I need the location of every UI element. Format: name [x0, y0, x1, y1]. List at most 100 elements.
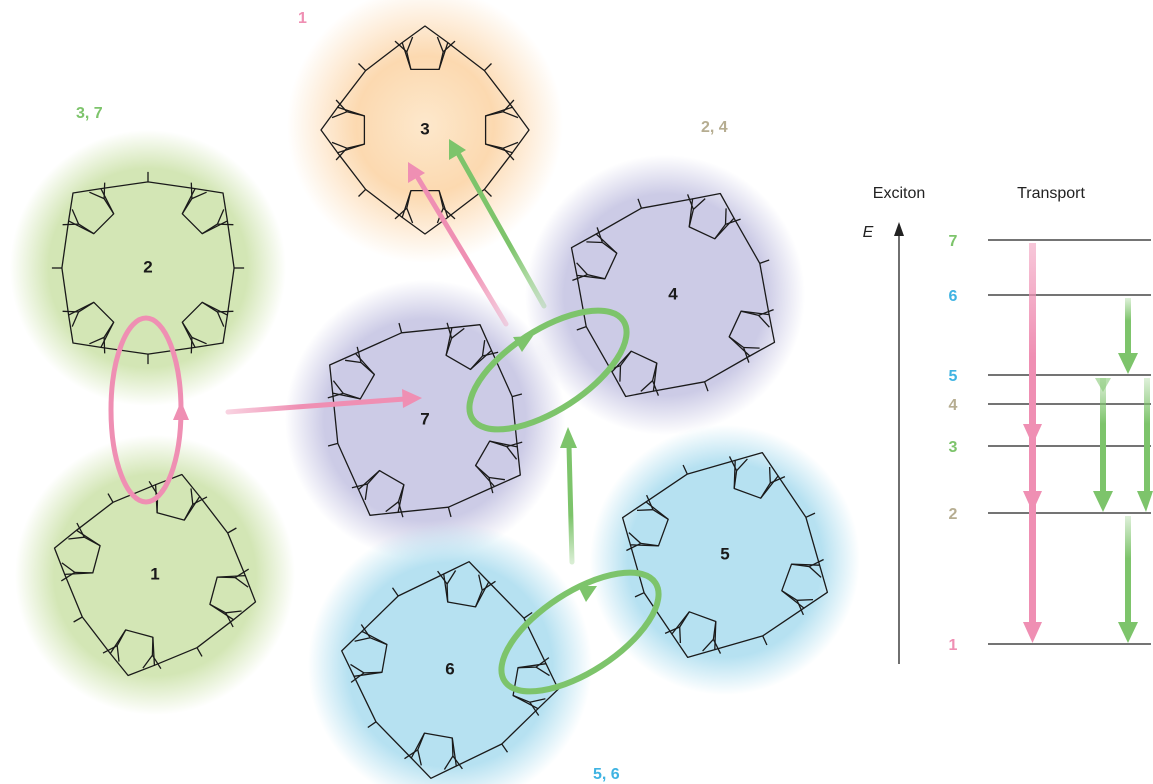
side-chain	[512, 694, 531, 703]
side-chain	[451, 737, 454, 757]
side-chain-branch	[529, 701, 540, 716]
side-chain-branch	[646, 494, 654, 510]
side-chain	[651, 362, 658, 381]
pyrrole-ring	[67, 301, 115, 349]
side-chain	[417, 732, 426, 751]
meso-stub	[227, 527, 237, 534]
meso-stub	[483, 63, 492, 72]
pyrrole-ring	[512, 663, 559, 710]
molecule-labels: 1 2 3 4 5 6 7	[143, 119, 729, 678]
green-arrow-5-2a	[1100, 378, 1106, 493]
side-chain-branch	[502, 111, 519, 119]
pyrrole-ring	[181, 187, 229, 235]
side-chain	[640, 542, 659, 547]
pyrrole-ring	[611, 350, 658, 398]
green-loop-6-5	[498, 569, 662, 695]
side-chain-branch	[502, 141, 519, 149]
side-chain-branch	[572, 273, 588, 282]
pink-head-2	[1023, 491, 1042, 512]
side-chain	[181, 198, 193, 215]
green-loop-7-4-head	[513, 336, 533, 352]
side-chain-branch	[385, 501, 399, 513]
site-tag-below-6: 5, 6	[593, 766, 620, 783]
side-chain-branch	[192, 496, 208, 505]
side-chain-branch	[335, 99, 348, 113]
side-chain	[360, 362, 375, 375]
side-chain-branch	[529, 698, 546, 703]
side-chain-branch	[68, 536, 85, 540]
side-chain	[343, 392, 361, 400]
side-chain	[587, 273, 606, 280]
molecule-5-label: 5	[720, 544, 729, 563]
meso-stub	[73, 616, 83, 623]
site-tags: 1 3, 7 2, 4 5, 6	[76, 10, 728, 783]
side-chain	[363, 671, 383, 674]
pyrrole-ring	[401, 25, 449, 71]
side-chain	[406, 51, 412, 70]
side-chain-branch	[191, 336, 207, 345]
energy-levels	[988, 239, 1151, 645]
side-chain-branch	[360, 624, 371, 639]
side-chain-branch	[234, 577, 249, 588]
halo-4	[525, 155, 805, 435]
side-chain	[346, 111, 365, 117]
side-chain	[181, 321, 193, 338]
side-chain	[78, 301, 95, 313]
level-number-4: 4	[949, 397, 958, 414]
side-chain	[791, 563, 810, 568]
side-chain-branch	[692, 198, 706, 210]
site-tag-above-4: 2, 4	[701, 119, 728, 136]
side-chain-branch	[217, 223, 234, 226]
green-head-2-1	[1118, 622, 1138, 643]
halo-7	[285, 280, 565, 560]
side-chain-branch	[488, 476, 505, 481]
side-chain-branch	[502, 99, 515, 113]
side-chain-branch	[71, 209, 80, 225]
pyrrole-ring	[320, 106, 366, 154]
side-chain-branch	[640, 380, 654, 392]
side-chain	[446, 583, 449, 603]
meso-stub	[501, 743, 509, 753]
side-chain-branch	[436, 36, 444, 53]
molecule-5-structure	[621, 451, 829, 659]
side-chain	[346, 143, 365, 149]
side-chain	[83, 536, 101, 547]
side-chain	[652, 509, 669, 520]
side-chain-branch	[758, 314, 770, 328]
side-chain-branch	[62, 310, 79, 313]
side-chain	[733, 470, 738, 489]
meso-stub	[367, 721, 377, 729]
molecule-halos	[10, 0, 860, 784]
pyrrole-ring	[53, 529, 101, 576]
side-chain-branch	[809, 558, 824, 568]
pyrrole-ring	[733, 451, 779, 499]
pyrrole-ring	[688, 192, 735, 240]
meso-stub	[358, 188, 367, 197]
level-number-3: 3	[949, 439, 958, 456]
pyrrole-ring	[570, 233, 618, 280]
side-chain-branch	[686, 194, 695, 210]
side-chain-branch	[446, 322, 453, 339]
side-chain	[116, 629, 127, 647]
side-chain	[475, 465, 490, 478]
side-chain	[438, 51, 444, 70]
meso-stub	[805, 512, 816, 518]
pyrrole-ring	[621, 501, 669, 547]
molecule-7-structure	[327, 322, 523, 518]
side-chain-branch	[452, 755, 463, 770]
side-chain	[103, 198, 115, 215]
side-chain-branch	[502, 147, 515, 161]
meso-stub	[703, 381, 709, 392]
side-chain-branch	[354, 637, 371, 642]
side-chain-branch	[535, 666, 550, 677]
pyrrole-ring	[781, 563, 829, 609]
side-chain	[209, 603, 227, 614]
site-tag-above-2: 3, 7	[76, 105, 103, 122]
side-chain	[74, 571, 93, 574]
meso-stub	[358, 63, 367, 72]
molecule-6-structure	[341, 561, 559, 779]
side-chain-branch	[332, 380, 344, 394]
transfer-pathways	[108, 139, 662, 695]
side-chain-branch	[488, 477, 494, 494]
